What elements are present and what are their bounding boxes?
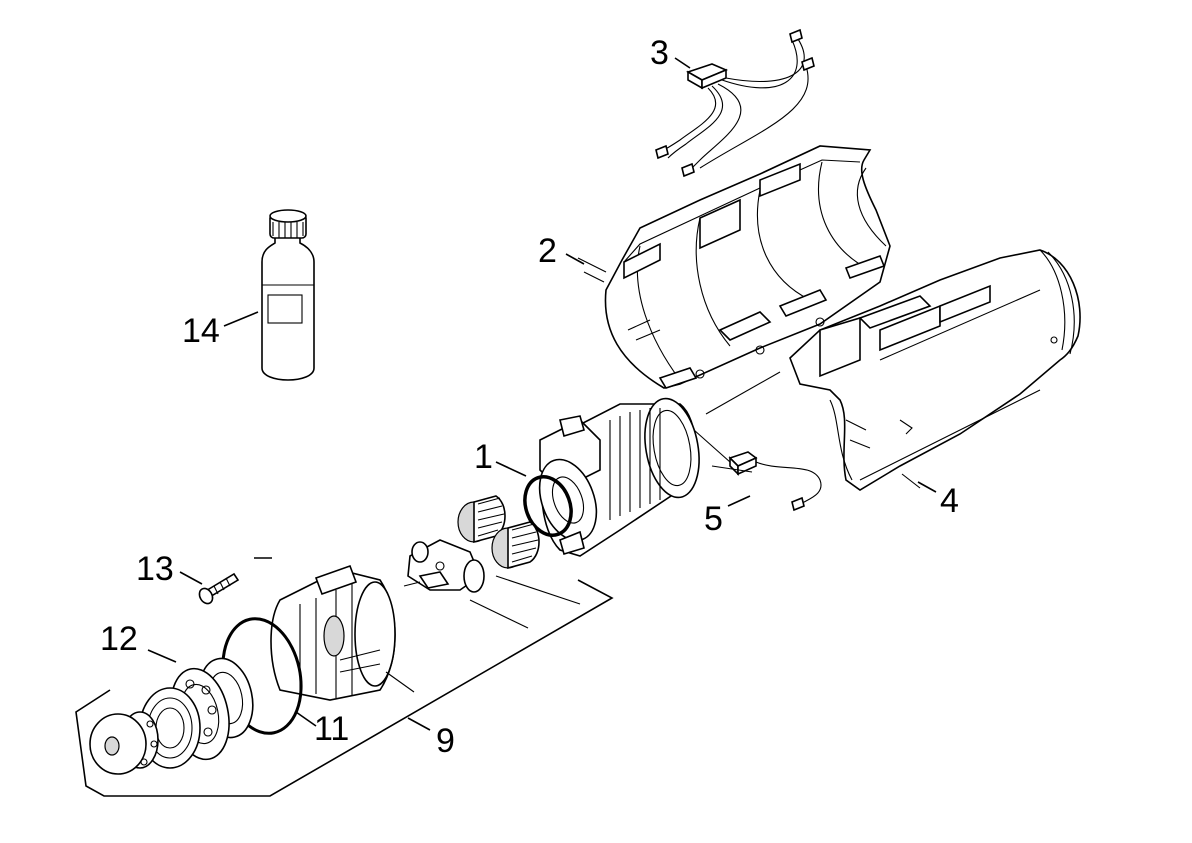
- part-2-housing-half: [604, 145, 891, 389]
- gear-pair: [457, 495, 540, 570]
- part-4-housing-half: [789, 249, 1081, 491]
- assembly-bracket-lines: [75, 257, 921, 797]
- part-5-brush-lead: [693, 429, 822, 512]
- callout-labels: 1 2 3 4 5 9 11 12 13 14: [100, 34, 959, 760]
- part-13-screw: [198, 572, 240, 605]
- part-14-oil-bottle: [261, 209, 315, 381]
- callout-2: 2: [538, 232, 557, 270]
- callout-4: 4: [940, 482, 959, 520]
- part-9-pump-head: [270, 564, 396, 701]
- callout-5: 5: [704, 500, 723, 538]
- leader-lines: [147, 57, 937, 731]
- pump-carrier: [403, 539, 485, 593]
- callout-14: 14: [182, 312, 220, 350]
- part-12-bearing-stack: [89, 657, 254, 775]
- callout-13: 13: [136, 550, 174, 588]
- callout-3: 3: [650, 34, 669, 72]
- callout-1: 1: [474, 438, 493, 476]
- callout-11: 11: [314, 710, 349, 748]
- callout-12: 12: [100, 620, 138, 658]
- part-3-wiring-harness: [655, 28, 815, 178]
- callout-9: 9: [436, 722, 455, 760]
- part-1-motor-assembly: [523, 397, 700, 557]
